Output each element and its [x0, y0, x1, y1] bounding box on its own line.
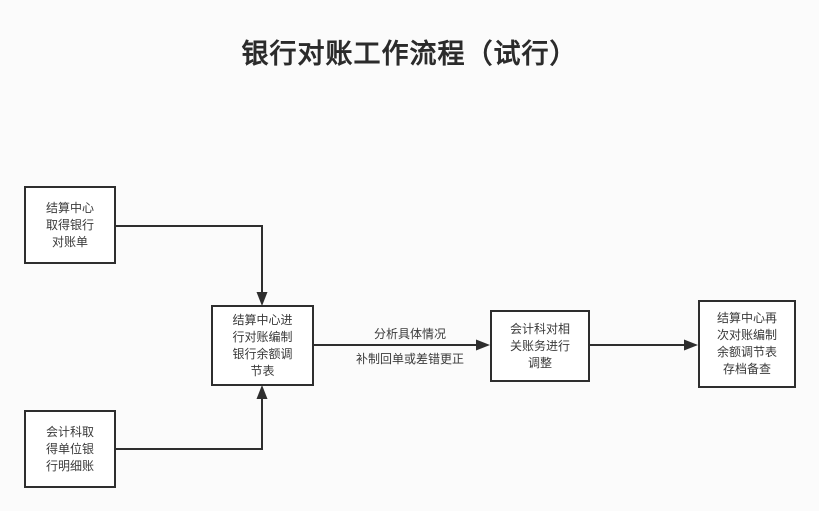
- edge-statement-to-reconcile: [116, 225, 268, 306]
- node-text-line: 余额调节表: [716, 345, 777, 359]
- node-text-line: 存档备查: [722, 362, 771, 376]
- node-text-line: 关账务进行: [509, 338, 570, 353]
- node-text-line: 结算中心进: [232, 312, 293, 327]
- node-text-line: 会计科对相: [509, 321, 570, 336]
- page-title: 银行对账工作流程（试行）: [241, 39, 578, 70]
- edge-adjust-to-archive: [590, 339, 698, 351]
- node-text-line: 会计科取: [45, 424, 94, 439]
- node-ledger-detail[interactable]: 会计科取 得单位银 行明细账: [24, 410, 116, 488]
- edge-label-correct-errors: 补制回单或差错更正: [355, 352, 464, 366]
- node-text-line: 银行余额调: [232, 346, 293, 361]
- node-text-line: 结算中心再: [716, 311, 777, 325]
- node-text-line: 次对账编制: [716, 328, 777, 342]
- node-text-line: 结算中心: [45, 200, 94, 215]
- node-text-line: 取得银行: [45, 217, 94, 232]
- node-text-line: 行对账编制: [232, 329, 293, 344]
- edge-ledger-to-reconcile: [116, 385, 268, 450]
- node-reconcile[interactable]: 结算中心进 行对账编制 银行余额调 节表: [211, 305, 314, 386]
- node-adjust[interactable]: 会计科对相 关账务进行 调整: [490, 310, 590, 382]
- node-text-line: 调整: [527, 355, 552, 370]
- node-text-line: 节表: [250, 363, 275, 378]
- node-text-line: 行明细账: [45, 458, 94, 473]
- node-archive[interactable]: 结算中心再 次对账编制 余额调节表 存档备查: [698, 300, 796, 388]
- edge-label-analyze-situation: 分析具体情况: [373, 327, 446, 341]
- node-bank-statement[interactable]: 结算中心 取得银行 对账单: [24, 186, 116, 264]
- node-text-line: 对账单: [51, 234, 88, 249]
- node-text-line: 得单位银: [45, 441, 94, 456]
